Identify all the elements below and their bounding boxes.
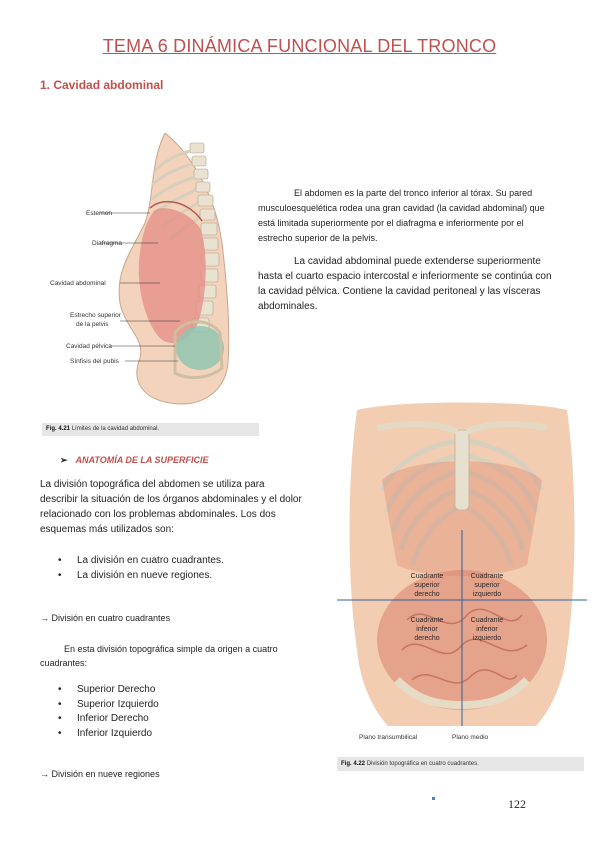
label-de-la-pelvis: de la pelvis	[76, 321, 109, 328]
list-item: Superior Izquierdo	[58, 698, 159, 713]
figure-2-caption-number: Fig. 4.22	[341, 761, 366, 767]
label-q-sup-izq-3: izquierdo	[473, 591, 502, 598]
list-item: Superior Derecho	[58, 683, 159, 698]
page-title: TEMA 6 DINÁMICA FUNCIONAL DEL TRONCO	[102, 36, 497, 56]
anatomy-heading-text: ANATOMÍA DE LA SUPERFICIE	[75, 455, 209, 465]
label-q-inf-izq-2: inferior	[476, 626, 498, 633]
label-q-inf-der-2: inferior	[416, 626, 438, 633]
list-item: La división en cuatro cuadrantes.	[58, 554, 224, 569]
list-item: La división en nueve regiones.	[58, 569, 224, 584]
list-item: Inferior Izquierdo	[58, 727, 159, 742]
section-heading: 1. Cavidad abdominal	[40, 78, 164, 92]
label-q-inf-izq-3: izquierdo	[473, 635, 502, 642]
figure-four-quadrants: Cuadrante superior derecho Cuadrante sup…	[337, 402, 587, 743]
label-q-sup-der-3: derecho	[414, 591, 439, 598]
label-estrecho-superior: Estrecho superior	[70, 312, 122, 319]
figure-1-caption-text: Límites de la cavidad abdominal.	[71, 426, 160, 432]
label-diafragma: Diafragma	[92, 240, 122, 247]
label-q-inf-der-3: derecho	[414, 635, 439, 642]
paragraph-cavity-extent: La cavidad abdominal puede extenderse su…	[258, 256, 552, 312]
label-q-sup-der-1: Cuadrante	[411, 573, 444, 580]
list-item: Inferior Derecho	[58, 712, 159, 727]
page-number: 122	[508, 797, 526, 811]
label-plano-transumbilical: Plano transumbilical	[359, 734, 418, 741]
paragraph-four-quadrants: En esta división topográfica simple da o…	[40, 644, 278, 668]
heading-four-quadrants: → División en cuatro cuadrantes	[40, 613, 171, 623]
arrow-bullet-icon: ➢	[60, 455, 68, 465]
label-esternon: Esternon	[86, 210, 112, 217]
label-q-sup-der-2: superior	[414, 582, 440, 589]
label-q-inf-izq-1: Cuadrante	[471, 617, 504, 624]
label-q-sup-izq-2: superior	[474, 582, 500, 589]
figure-2-caption: Fig. 4.22 División topográfica en cuatro…	[337, 757, 584, 771]
label-plano-medio: Plano medio	[452, 734, 489, 741]
figure-1-caption-number: Fig. 4.21	[46, 426, 71, 432]
label-q-inf-der-1: Cuadrante	[411, 617, 444, 624]
list-division-schemes: La división en cuatro cuadrantes. La div…	[58, 554, 224, 583]
anatomy-heading: ➢ ANATOMÍA DE LA SUPERFICIE	[60, 455, 209, 466]
label-sinfisis-pubis: Sínfisis del pubis	[70, 358, 120, 365]
figure-2-caption-text: División topográfica en cuatro cuadrante…	[366, 761, 479, 767]
paragraph-abdomen-intro: El abdomen es la parte del tronco inferi…	[258, 188, 545, 243]
figure-1-caption: Fig. 4.21 Límites de la cavidad abdomina…	[42, 423, 259, 436]
heading-nine-regions: → División en nueve regiones	[40, 769, 160, 779]
list-quadrants: Superior Derecho Superior Izquierdo Infe…	[58, 683, 159, 741]
label-cavidad-pelvica: Cavidad pélvica	[66, 343, 112, 350]
label-q-sup-izq-1: Cuadrante	[471, 573, 504, 580]
label-cavidad-abdominal: Cavidad abdominal	[50, 280, 106, 287]
figure-abdominal-cavity-limits: Esternon Diafragma Cavidad abdominal Est…	[50, 133, 230, 405]
paragraph-topographic-division: La división topográfica del abdomen se u…	[40, 479, 302, 535]
decorative-dot	[432, 797, 435, 800]
